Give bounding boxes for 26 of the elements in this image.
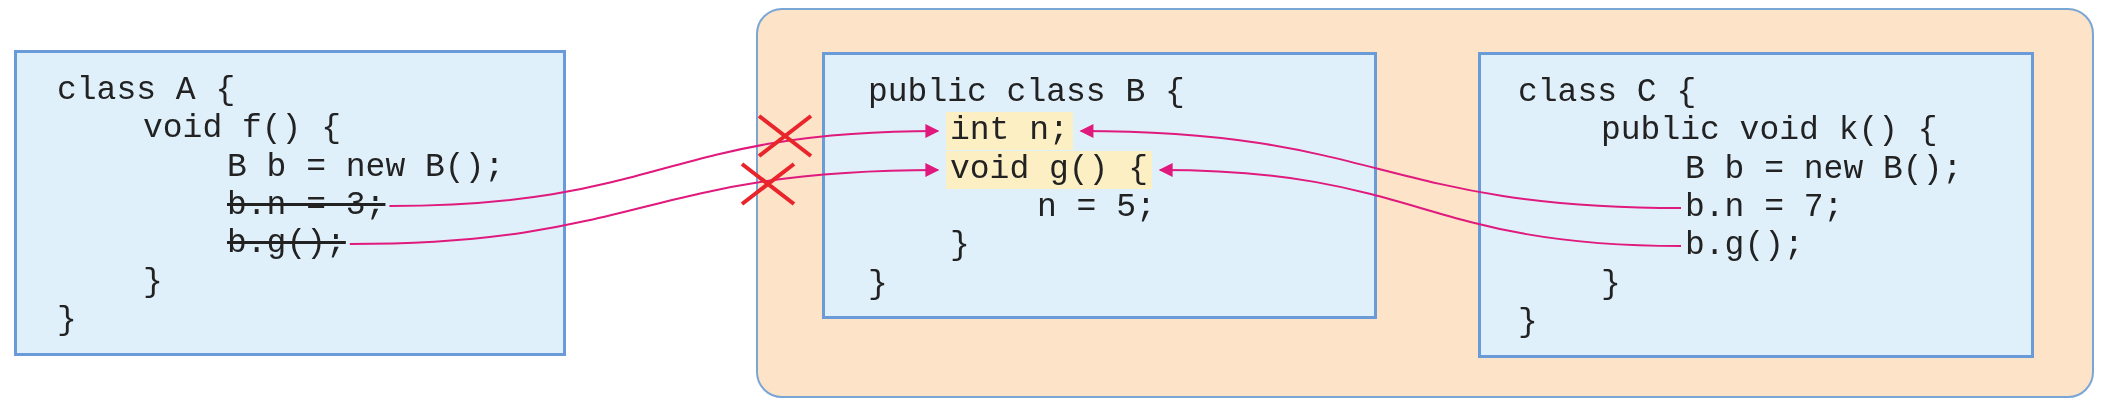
code-line: public class B { (868, 74, 1185, 112)
arrow (1158, 163, 1682, 247)
code-line: } (143, 264, 163, 302)
code-line: } (868, 266, 888, 304)
code-line: } (1601, 266, 1621, 304)
code-line: b.n = 7; (1685, 189, 1844, 227)
code-line: b.n = 3; (227, 187, 386, 225)
code-line: void f() { (143, 110, 342, 148)
class-box (822, 52, 1377, 319)
arrow (1079, 124, 1682, 209)
code-line: b.g(); (227, 225, 346, 263)
code-line: n = 5; (1037, 189, 1156, 227)
code-line: public void k() { (1601, 112, 1938, 150)
package-area (756, 8, 2094, 398)
code-line: class C { (1518, 74, 1697, 112)
code-line: class A { (57, 72, 236, 110)
class-box (1478, 52, 2034, 358)
code-line: b.g(); (1685, 227, 1804, 265)
code-line: } (950, 227, 970, 265)
class-box (14, 50, 566, 356)
arrow (348, 163, 940, 245)
code-line: B b = new B(); (227, 149, 505, 187)
code-line: B b = new B(); (1685, 151, 1963, 189)
arrow (388, 124, 940, 207)
code-line: } (57, 302, 77, 340)
code-line: } (1518, 304, 1538, 342)
